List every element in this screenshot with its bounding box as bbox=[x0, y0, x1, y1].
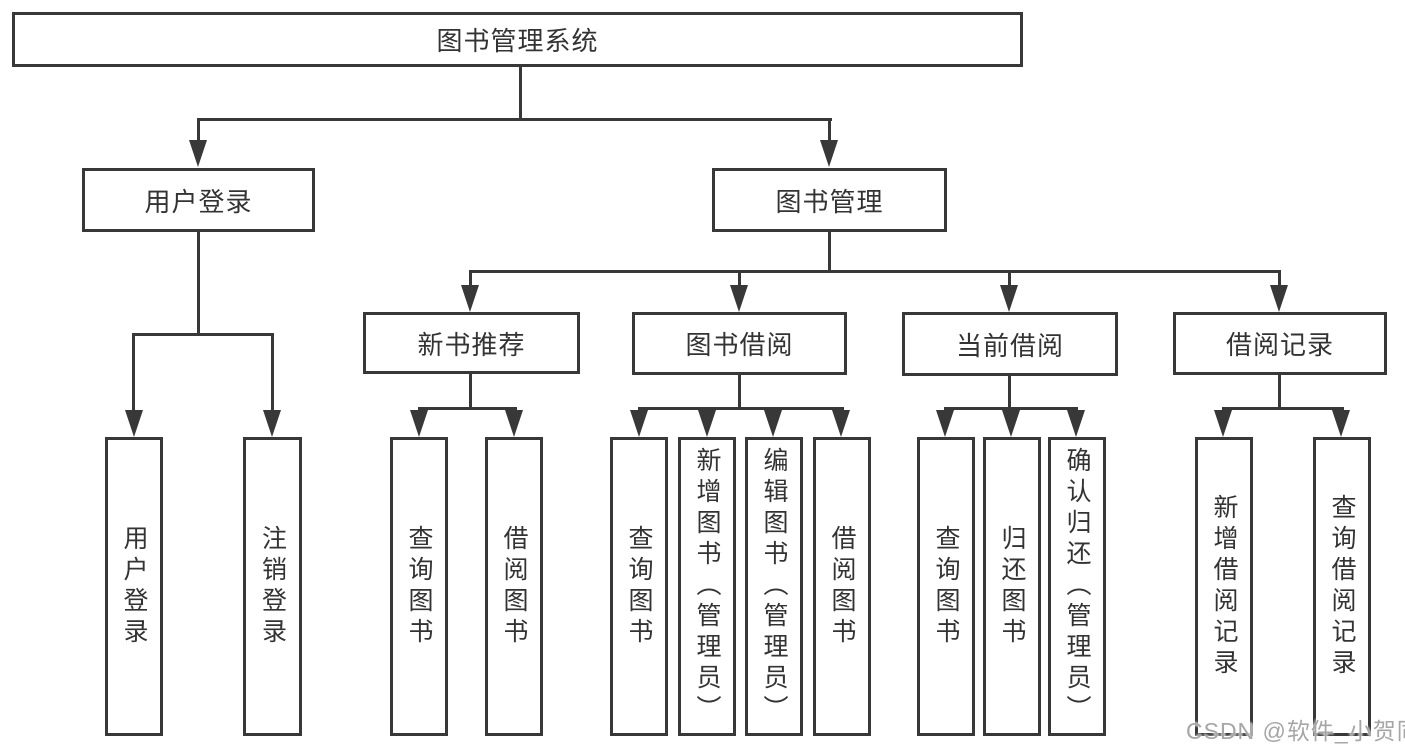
arrow-down-icon bbox=[1270, 285, 1288, 312]
arrow-down-icon bbox=[1214, 410, 1232, 437]
arrow-down-icon bbox=[764, 410, 782, 437]
node-book-borrow: 图书借阅 bbox=[632, 312, 847, 375]
node-current-borrow-label: 当前借阅 bbox=[955, 330, 1064, 361]
leaf-cb-query-books-label: 查询图书 bbox=[932, 524, 960, 649]
arrow-down-icon bbox=[410, 410, 428, 437]
node-book-mgmt-label: 图书管理 bbox=[775, 186, 884, 217]
connector-user-login-bar bbox=[132, 333, 274, 336]
connector-new-book-drop bbox=[469, 270, 472, 286]
connector-borrow-records-stem bbox=[1278, 374, 1281, 407]
leaf-bb-add-book-admin-label: 新增图书（管理员） bbox=[693, 447, 721, 726]
arrow-down-icon bbox=[832, 410, 850, 437]
arrow-down-icon bbox=[505, 410, 523, 437]
leaf-nb-borrow-books-label: 借阅图书 bbox=[500, 524, 528, 649]
leaf-cb-confirm-return-admin: 确认归还（管理员） bbox=[1048, 437, 1106, 736]
leaf-br-add-borrow-record-label: 新增借阅记录 bbox=[1210, 493, 1238, 680]
leaf-logout: 注销登录 bbox=[243, 437, 302, 736]
leaf-nb-borrow-books: 借阅图书 bbox=[485, 437, 543, 736]
leaf-bb-add-book-admin: 新增图书（管理员） bbox=[678, 437, 736, 736]
leaf-cb-return-books: 归还图书 bbox=[983, 437, 1041, 736]
connector-user-login-stem bbox=[197, 232, 200, 334]
connector-current-borrow-stem bbox=[1008, 374, 1011, 407]
node-user-login-label: 用户登录 bbox=[144, 186, 253, 217]
arrow-down-icon bbox=[1067, 410, 1085, 437]
arrow-down-icon bbox=[263, 410, 281, 437]
leaf-bb-edit-book-admin-label: 编辑图书（管理员） bbox=[760, 447, 788, 726]
arrow-down-icon bbox=[189, 140, 207, 167]
node-root: 图书管理系统 bbox=[12, 12, 1023, 67]
leaf-nb-query-books: 查询图书 bbox=[390, 437, 448, 736]
node-borrow-records: 借阅记录 bbox=[1173, 312, 1387, 375]
connector-new-book-bar bbox=[418, 407, 517, 410]
leaf-bb-edit-book-admin: 编辑图书（管理员） bbox=[745, 437, 803, 736]
connector-logout-leaf-drop bbox=[271, 333, 274, 411]
leaf-nb-query-books-label: 查询图书 bbox=[405, 524, 433, 649]
arrow-down-icon bbox=[820, 140, 838, 167]
arrow-down-icon bbox=[1332, 410, 1350, 437]
leaf-br-add-borrow-record: 新增借阅记录 bbox=[1195, 437, 1253, 736]
connector-borrow-records-drop bbox=[1278, 270, 1281, 286]
connector-new-book-stem bbox=[469, 373, 472, 407]
arrow-down-icon bbox=[125, 410, 143, 437]
leaf-user-login-label: 用户登录 bbox=[120, 524, 148, 649]
leaf-cb-confirm-return-admin-label: 确认归还（管理员） bbox=[1063, 447, 1091, 726]
leaf-logout-label: 注销登录 bbox=[258, 524, 287, 649]
connector-book-borrow-drop bbox=[738, 270, 741, 286]
leaf-br-query-borrow-record-label: 查询借阅记录 bbox=[1328, 493, 1356, 680]
leaf-bb-query-books: 查询图书 bbox=[610, 437, 668, 736]
arrow-down-icon bbox=[1000, 285, 1018, 312]
connector-book-borrow-bar bbox=[638, 407, 844, 410]
leaf-cb-return-books-label: 归还图书 bbox=[998, 524, 1026, 649]
arrow-down-icon bbox=[1002, 410, 1020, 437]
node-book-mgmt: 图书管理 bbox=[712, 168, 947, 232]
node-user-login: 用户登录 bbox=[82, 168, 315, 232]
connector-book-mgmt-stem bbox=[828, 232, 831, 270]
node-book-borrow-label: 图书借阅 bbox=[685, 330, 794, 360]
arrow-down-icon bbox=[698, 410, 716, 437]
leaf-user-login: 用户登录 bbox=[105, 437, 163, 736]
connector-level1-bar bbox=[197, 118, 832, 121]
connector-book-borrow-stem bbox=[738, 374, 741, 407]
connector-book-mgmt-drop bbox=[828, 120, 831, 143]
leaf-bb-borrow-books-label: 借阅图书 bbox=[828, 524, 856, 649]
leaf-bb-query-books-label: 查询图书 bbox=[625, 524, 653, 649]
leaf-cb-query-books: 查询图书 bbox=[917, 437, 975, 736]
arrow-down-icon bbox=[630, 410, 648, 437]
connector-root-stem bbox=[519, 67, 522, 119]
node-current-borrow: 当前借阅 bbox=[902, 312, 1118, 376]
csdn-watermark: CSDN @软件_小贺同学 bbox=[1186, 718, 1405, 744]
arrow-down-icon bbox=[936, 410, 954, 437]
arrow-down-icon bbox=[461, 285, 479, 312]
leaf-br-query-borrow-record: 查询借阅记录 bbox=[1313, 437, 1371, 736]
connector-user-login-drop bbox=[197, 120, 200, 143]
connector-login-leaf-drop bbox=[132, 333, 135, 411]
node-borrow-records-label: 借阅记录 bbox=[1225, 330, 1334, 360]
arrow-down-icon bbox=[730, 285, 748, 312]
node-new-book-recommend-label: 新书推荐 bbox=[417, 329, 526, 360]
connector-borrow-records-bar bbox=[1222, 407, 1344, 410]
node-new-book-recommend: 新书推荐 bbox=[363, 312, 580, 374]
node-root-label: 图书管理系统 bbox=[436, 26, 599, 56]
connector-current-borrow-drop bbox=[1008, 270, 1011, 286]
leaf-bb-borrow-books: 借阅图书 bbox=[813, 437, 871, 736]
connector-level2-bar bbox=[469, 270, 1281, 273]
